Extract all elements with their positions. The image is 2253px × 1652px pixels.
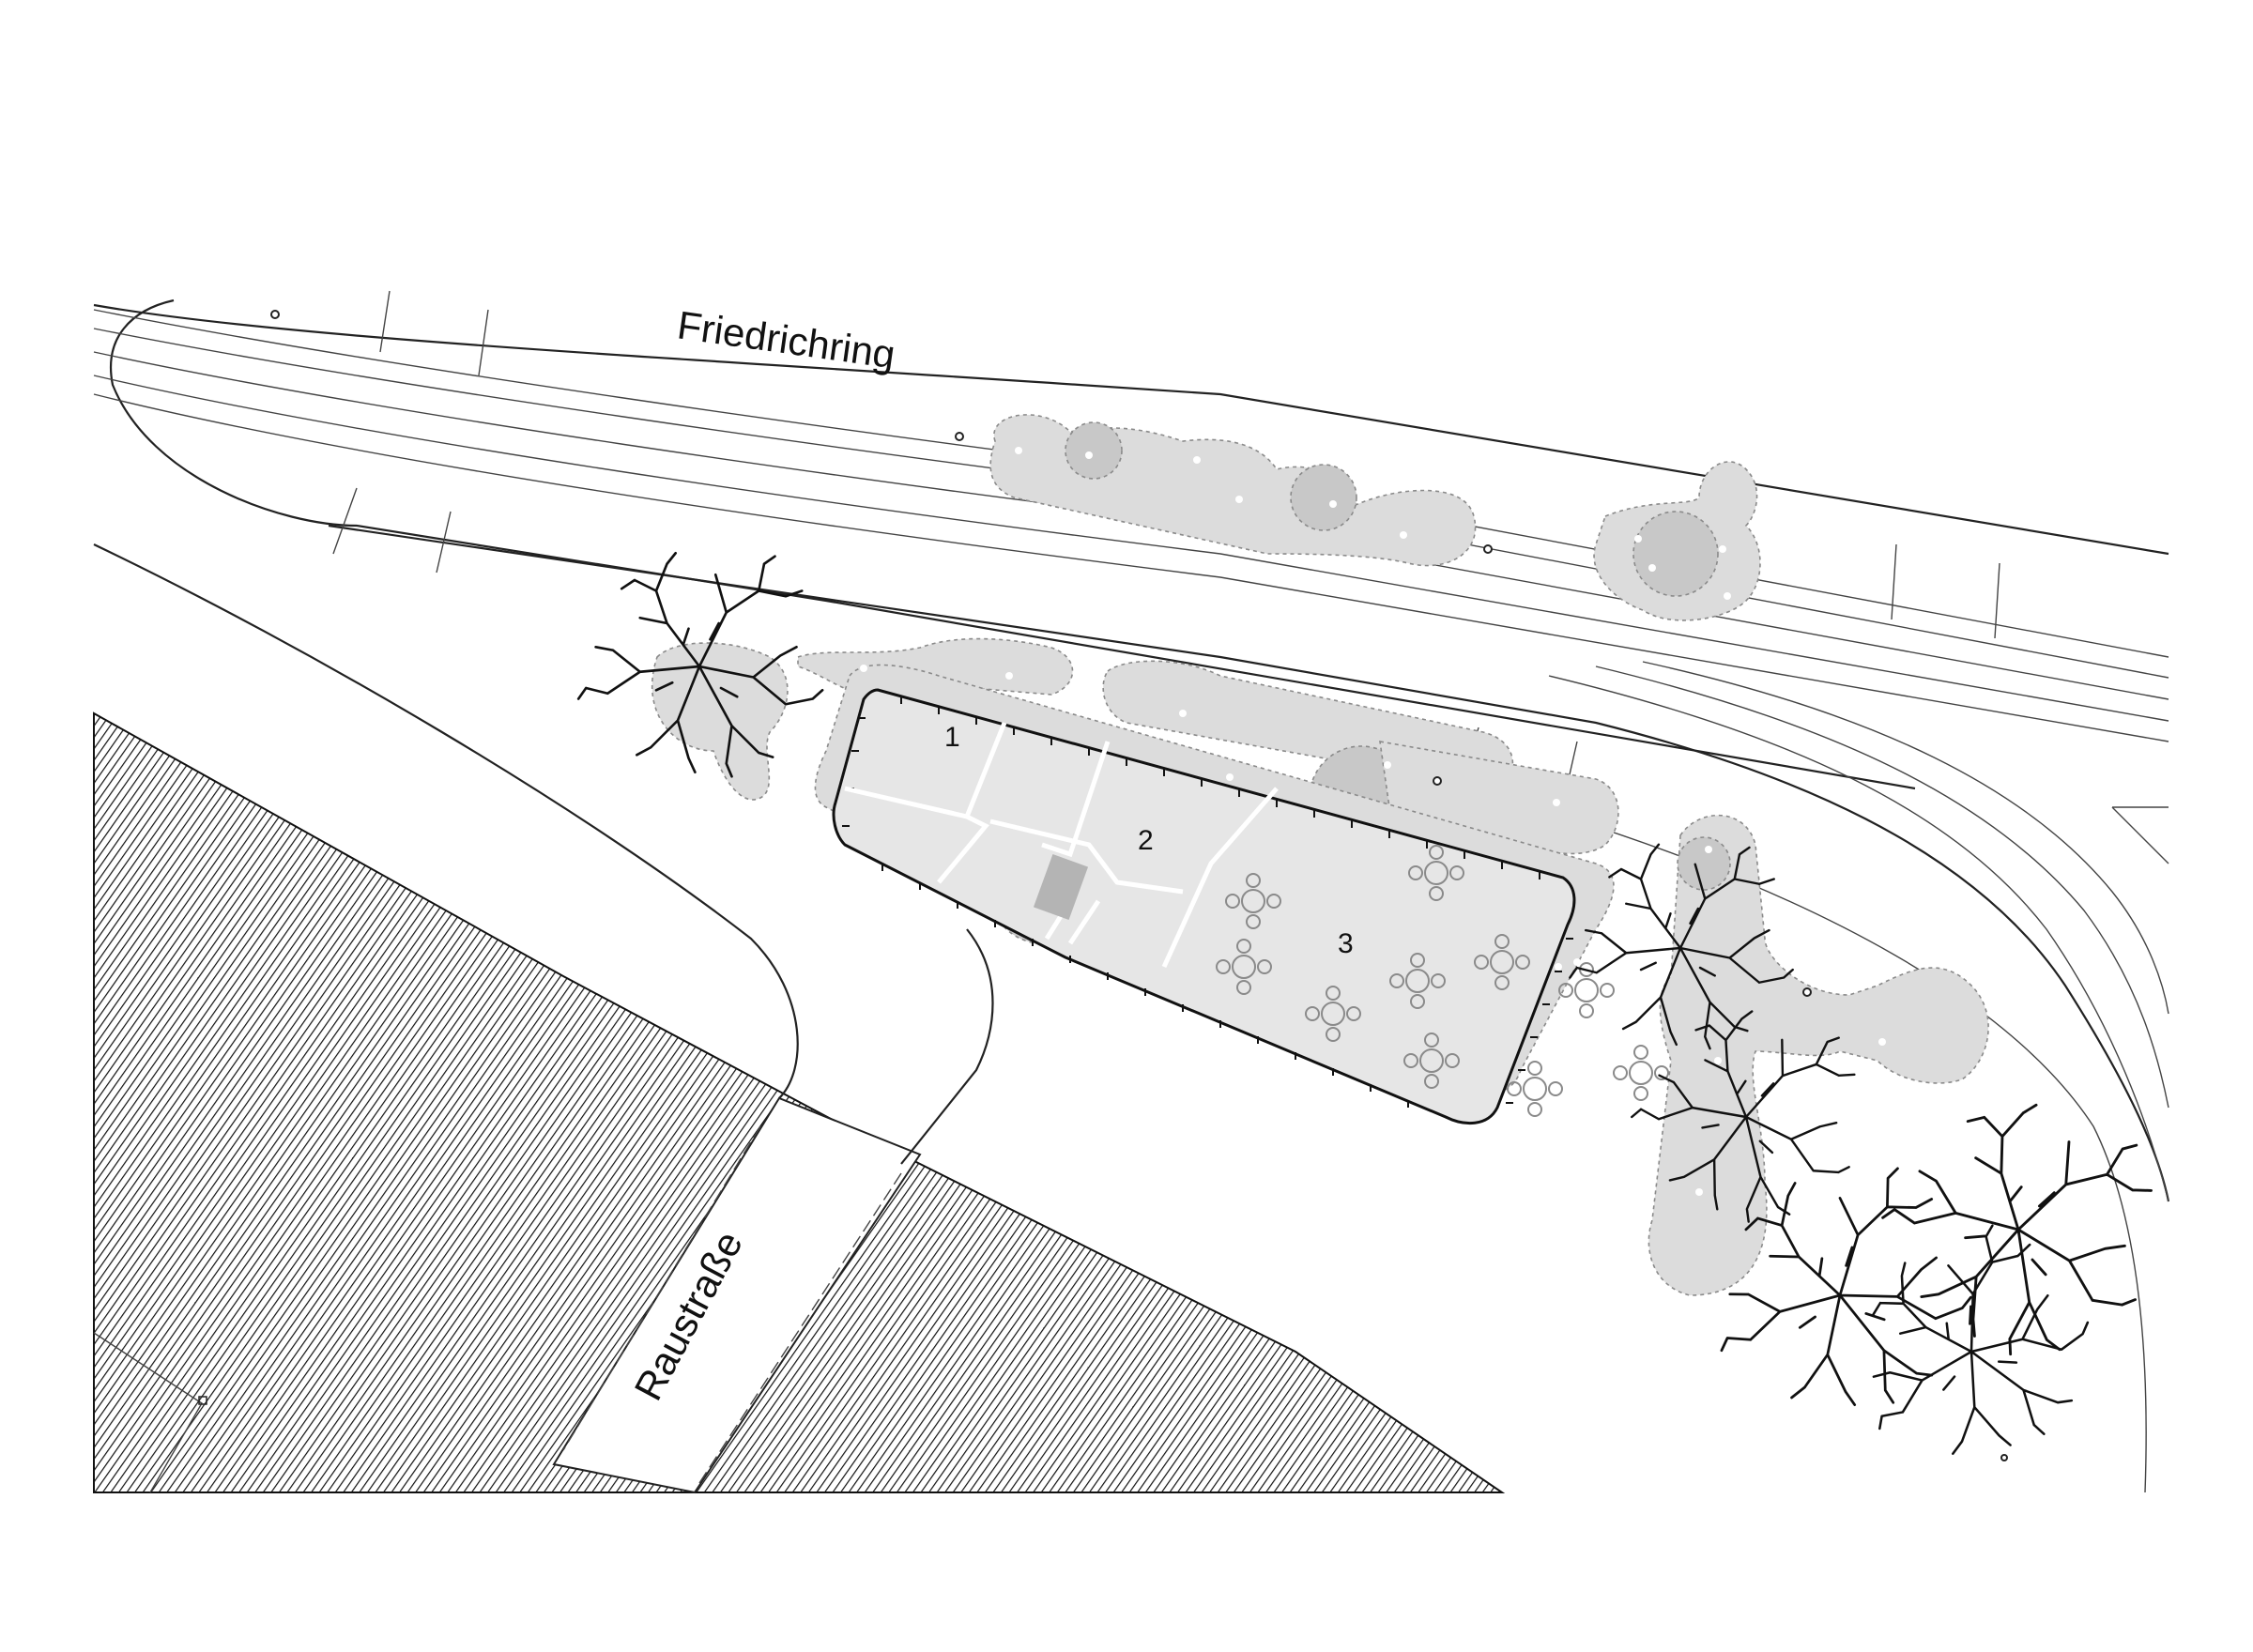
planting-bed-north-1: [989, 414, 1477, 567]
road-stub-right: [2111, 806, 2169, 864]
road-curve-inner-2: [1595, 665, 2169, 1109]
tree-east-5: [1819, 1202, 2124, 1498]
structure-block: [1033, 853, 1089, 921]
tram-track-5: [93, 393, 2169, 742]
road-edge-left: [93, 543, 799, 1099]
corner-line: [93, 1332, 203, 1493]
internal-walls: [844, 722, 1279, 969]
planting-bed-southeast: [1648, 814, 1989, 1296]
zone-label-3: 3: [1338, 928, 1354, 959]
friedrichring-sidewalk: [110, 298, 1916, 790]
railing-ticks: [842, 696, 1573, 1108]
zone-label-1: 1: [944, 722, 960, 753]
road-curve-inner-3: [1642, 661, 2169, 1015]
corner-marker: [198, 1396, 207, 1405]
raustrasse-dash: [562, 1125, 902, 1484]
zone-label-2: 2: [1138, 825, 1154, 856]
road-lower-edge: [328, 524, 2170, 1202]
tram-track-4: [93, 375, 2169, 722]
planting-circle-2: [1290, 464, 1357, 531]
friedrichring-road-upper: [93, 303, 2169, 556]
tram-track-3: [93, 351, 2169, 700]
planting-left-tree: [651, 642, 789, 801]
road-curve-inner: [1548, 675, 2169, 1202]
planting-circle-6: [1677, 836, 1731, 891]
bollards: [270, 310, 2008, 1461]
site-railing: [832, 688, 1576, 1125]
hatched-building: [93, 711, 1506, 1493]
planting-circle-1: [1065, 421, 1123, 480]
planting-circle-3: [1632, 511, 1719, 597]
road-edge-left-2: [900, 928, 994, 1165]
